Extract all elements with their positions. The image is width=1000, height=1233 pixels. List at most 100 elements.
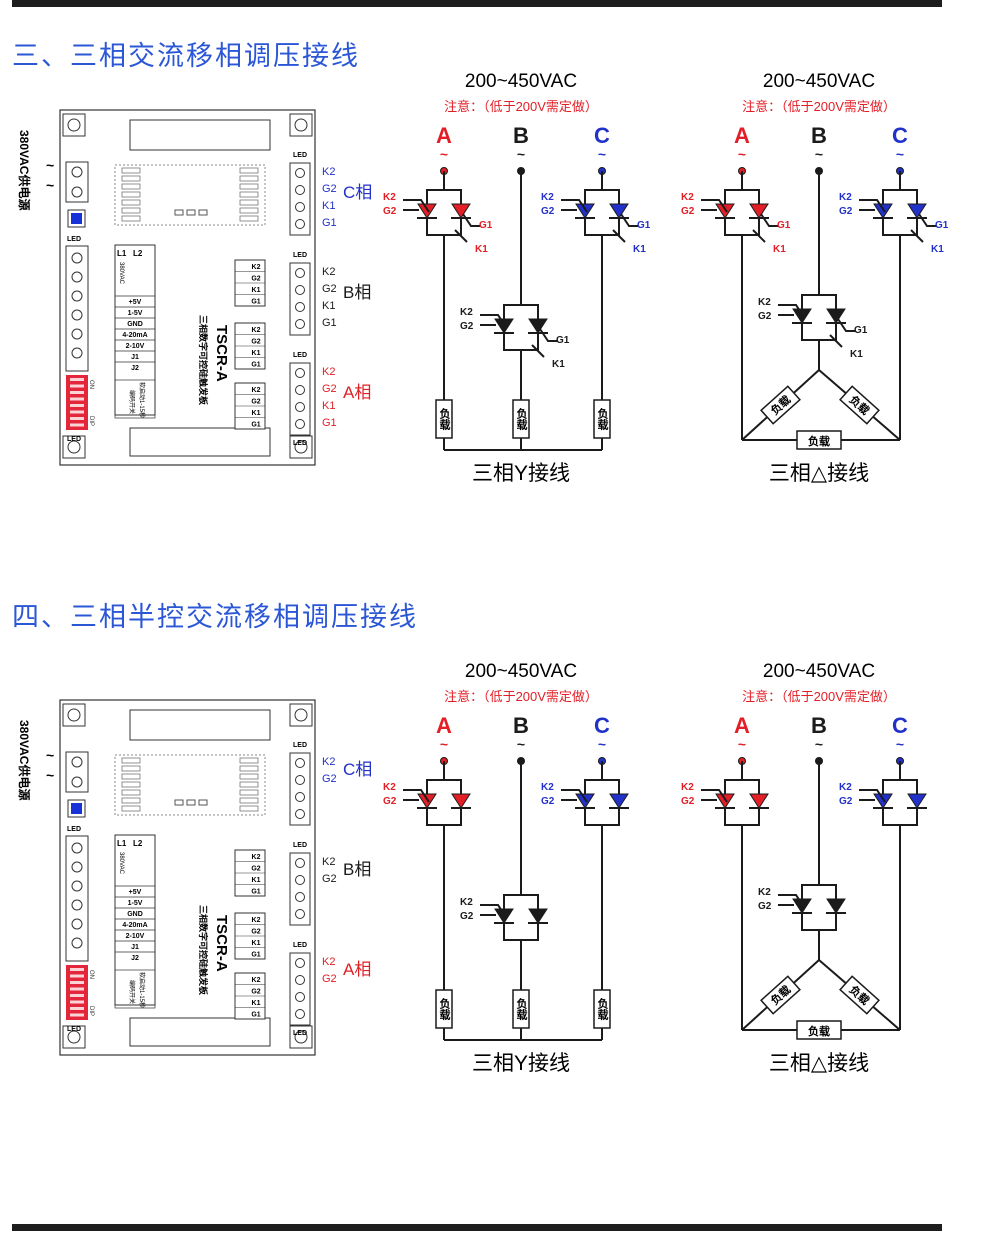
mount-hole xyxy=(289,113,313,137)
connector-pin-label: G2 xyxy=(251,929,260,936)
chip-pin xyxy=(239,773,259,780)
voltage-label: 200~450VAC xyxy=(465,661,577,682)
led-label: LED xyxy=(67,1026,81,1033)
note-label: 注意：（低于200V需定做） xyxy=(742,689,896,704)
input-terminal-label: 1-5V xyxy=(128,900,143,907)
load-resistor xyxy=(839,385,880,425)
mount-hole-circle xyxy=(67,118,81,132)
delta-load-right: 负载 xyxy=(839,385,880,425)
led-label: LED xyxy=(67,236,81,243)
voltage-label: 200~450VAC xyxy=(763,71,875,92)
dip-switch xyxy=(66,375,88,430)
power-terminal xyxy=(65,161,89,203)
section-title: 四、三相半控交流移相调压接线 xyxy=(12,602,418,633)
load-label: 负载 xyxy=(438,407,451,431)
phase-label: A相 xyxy=(343,383,371,402)
connector-pin-label: G2 xyxy=(251,339,260,346)
scr-triangle xyxy=(826,308,846,324)
screw xyxy=(295,285,305,295)
mount-hole-circle xyxy=(294,440,308,454)
smd-part xyxy=(186,799,196,806)
note-label: 注意：（低于200V需定做） xyxy=(444,689,598,704)
screw xyxy=(295,419,305,429)
mount-hole xyxy=(289,435,313,459)
power-terminal xyxy=(65,751,89,793)
input-terminal-label: 2-10V xyxy=(126,933,145,940)
screw xyxy=(295,775,305,785)
dip-on-label: ON xyxy=(88,970,94,979)
wye-wiring-diagram: 200~450VAC注意：（低于200V需定做）A~B~C~K2G2G1K1负载… xyxy=(383,71,651,485)
wiring-caption: 三相△接线 xyxy=(769,1052,869,1075)
screw xyxy=(295,319,305,329)
input-terminal-label: J1 xyxy=(131,354,139,361)
chip-pin xyxy=(121,167,141,174)
g2-label: G2 xyxy=(460,911,474,922)
dip-off-label: DIP xyxy=(88,1006,94,1016)
dip-slider xyxy=(70,987,84,991)
k1-label: K1 xyxy=(552,359,565,370)
chip-pin xyxy=(239,167,259,174)
input-terminal-label: GND xyxy=(127,321,143,328)
gate-lead xyxy=(918,213,937,227)
connector-pin-label: K1 xyxy=(252,410,261,417)
input-terminal-label: +5V xyxy=(129,889,142,896)
mount-hole-circle xyxy=(67,1030,81,1044)
gate-lead xyxy=(454,229,468,243)
phase-pin-label: K2 xyxy=(322,756,335,768)
screw xyxy=(295,958,305,968)
chip-pin xyxy=(121,797,141,804)
output-terminal-block xyxy=(289,162,311,236)
phase-pin-label: G1 xyxy=(322,417,337,429)
gate-lead xyxy=(859,199,886,213)
input-terminal-label: 4-20mA xyxy=(122,922,147,929)
chip-pin xyxy=(121,781,141,788)
scr-bottom-rail xyxy=(801,920,837,931)
phase-pin-label: G1 xyxy=(322,317,337,329)
delta-wiring-diagram: 200~450VAC注意：（低于200V需定做）A~B~C~K2G2K2G2K2… xyxy=(681,661,927,1075)
screw xyxy=(71,937,83,949)
screw xyxy=(71,861,83,873)
dip-slider xyxy=(70,1000,84,1004)
chip-pin xyxy=(239,757,259,764)
gate-lead xyxy=(531,344,545,358)
g1-label: G1 xyxy=(637,220,651,231)
dip-switch xyxy=(66,965,88,1020)
load-label: 负载 xyxy=(438,997,451,1021)
connector-pin-label: K1 xyxy=(252,940,261,947)
scr-triangle xyxy=(494,908,514,924)
screw xyxy=(295,185,305,195)
mount-hole-circle xyxy=(294,118,308,132)
screw xyxy=(71,290,83,302)
gate-lead xyxy=(910,229,924,243)
phase-label: C相 xyxy=(343,183,372,202)
output-terminal-block xyxy=(289,752,311,826)
chip-pin xyxy=(121,215,141,222)
led-label: LED xyxy=(293,252,307,259)
screw xyxy=(295,992,305,1002)
smd-part xyxy=(186,209,196,216)
phase-letter: A xyxy=(734,123,750,148)
gate-lead xyxy=(778,894,805,908)
screw xyxy=(71,328,83,340)
smd-part xyxy=(198,209,208,216)
led-label: LED xyxy=(293,152,307,159)
input-terminal-label: 1-5V xyxy=(128,310,143,317)
scr-top-rail xyxy=(724,189,760,200)
scr-triangle xyxy=(792,898,812,914)
phase-letter: A xyxy=(436,123,452,148)
screw xyxy=(295,892,305,902)
connector-pin-label: G2 xyxy=(251,399,260,406)
gate-lead xyxy=(701,199,728,213)
output-terminal-block xyxy=(289,362,311,436)
mount-hole xyxy=(289,1025,313,1049)
screw xyxy=(295,875,305,885)
bottom-component xyxy=(129,427,271,457)
g1-label: G1 xyxy=(935,220,949,231)
connector-pin-label: K1 xyxy=(252,877,261,884)
scr-triangle xyxy=(528,908,548,924)
phase-tilde: ~ xyxy=(517,736,525,752)
board-outline xyxy=(59,699,316,1056)
chip-pin xyxy=(121,765,141,772)
scr-triangle xyxy=(873,203,893,219)
phase-letter: C xyxy=(892,713,908,738)
